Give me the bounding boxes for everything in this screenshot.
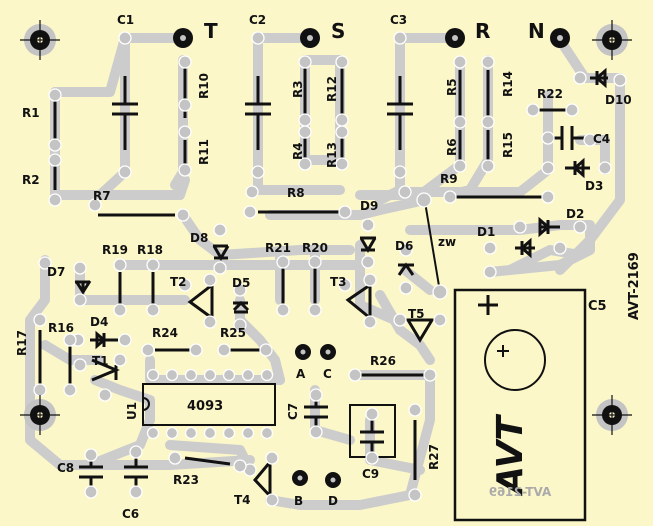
pin-d-label: D [328, 494, 338, 508]
label-r23: R23 [173, 473, 199, 487]
label-r13: R13 [325, 142, 339, 168]
label-r5: R5 [445, 78, 459, 96]
label-r24: R24 [152, 326, 178, 340]
component-symbols [38, 66, 608, 522]
label-r14: R14 [501, 71, 515, 97]
label-d9: D9 [360, 199, 378, 213]
avt-logo-text: AVT [490, 414, 531, 497]
label-zw: zw [438, 235, 456, 249]
component-pads [33, 31, 627, 507]
label-r11: R11 [197, 139, 211, 165]
label-r21: R21 [265, 241, 291, 255]
label-r27: R27 [427, 444, 441, 470]
label-d1: D1 [477, 225, 495, 239]
label-c1: C1 [117, 13, 134, 27]
label-t1: T1 [92, 354, 109, 368]
label-r16: R16 [48, 321, 74, 335]
label-d4: D4 [90, 315, 108, 329]
label-c8: C8 [57, 461, 74, 475]
mounting-hole-top-right [592, 20, 632, 60]
mounting-hole-bottom-right [592, 395, 632, 435]
label-t2: T2 [170, 275, 187, 289]
label-d2: D2 [566, 207, 584, 221]
label-r15: R15 [501, 132, 515, 158]
label-d6: D6 [395, 239, 413, 253]
label-c9: C9 [362, 467, 379, 481]
board-code-label: AVT-2169 [627, 252, 642, 320]
label-r20: R20 [302, 241, 328, 255]
label-r6: R6 [445, 138, 459, 156]
label-c6: C6 [122, 507, 139, 521]
phase-t-label: T [204, 19, 218, 43]
phase-labels: T S R N [204, 19, 545, 43]
label-r19: R19 [102, 243, 128, 257]
label-r9: R9 [440, 172, 458, 186]
label-r18: R18 [137, 243, 163, 257]
label-c2: C2 [249, 13, 266, 27]
label-r22: R22 [537, 87, 563, 101]
pin-c-label: C [323, 367, 332, 381]
terminals [173, 28, 570, 488]
phase-r-label: R [475, 19, 490, 43]
label-r1: R1 [22, 106, 40, 120]
component-labels: C1 C2 C3 C4 C5 C6 C7 C8 C9 R1 R2 R3 R4 R… [15, 13, 642, 521]
label-d7: D7 [47, 265, 65, 279]
label-c4: C4 [593, 132, 610, 146]
label-d10: D10 [605, 93, 632, 107]
label-r17: R17 [15, 330, 29, 356]
mounting-hole-bottom-left [20, 395, 60, 435]
label-u1: U1 [125, 402, 139, 420]
phase-n-label: N [528, 19, 545, 43]
label-d5: D5 [232, 276, 250, 290]
phase-s-label: S [331, 19, 345, 43]
label-t3: T3 [330, 275, 347, 289]
label-t4: T4 [234, 493, 251, 507]
label-r2: R2 [22, 173, 40, 187]
label-c5: C5 [588, 299, 607, 314]
ic-body-label: 4093 [187, 399, 223, 414]
label-d8: D8 [190, 231, 208, 245]
label-r4: R4 [291, 142, 305, 160]
label-t5: T5 [408, 307, 425, 321]
avt-logo: AVT [490, 414, 531, 497]
label-c7: C7 [286, 403, 300, 420]
label-r12: R12 [325, 76, 339, 102]
label-r25: R25 [220, 326, 246, 340]
mirror-board-code: AVT-2169 [489, 485, 552, 499]
label-r10: R10 [197, 73, 211, 99]
mounting-hole-top-left [20, 20, 60, 60]
label-d3: D3 [585, 179, 603, 193]
mounting-holes [20, 20, 632, 435]
pin-b-label: B [294, 494, 303, 508]
label-r7: R7 [93, 189, 111, 203]
label-r8: R8 [287, 186, 305, 200]
label-r26: R26 [370, 354, 396, 368]
pin-a-label: A [296, 367, 306, 381]
label-r3: R3 [291, 80, 305, 98]
label-c3: C3 [390, 13, 407, 27]
